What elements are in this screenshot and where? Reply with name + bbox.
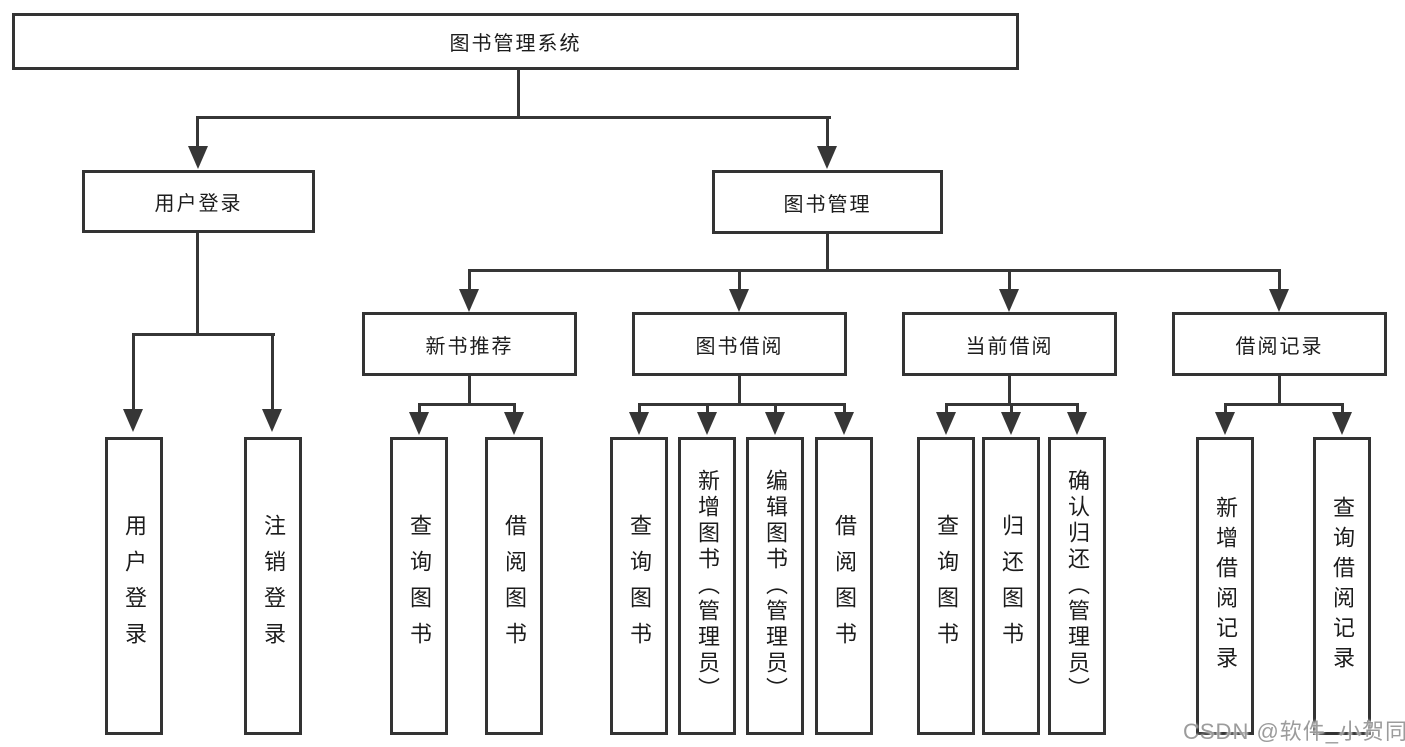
connector-user-login-stem [196,233,199,336]
arrow-down-icon [834,412,854,435]
csdn-watermark: CSDN @软件_小贺同学 [1183,719,1405,744]
arrow-down-icon [729,289,749,312]
connector-leaf-drop [1076,403,1079,415]
connector-leaf-drop [1224,403,1227,415]
node-current-borrowing: 当前借阅 [902,312,1117,376]
node-confirm-return-admin: 确认归还（管理员） [1048,437,1106,735]
arrow-down-icon [697,412,717,435]
connector-drop-user-login [196,116,199,148]
arrow-down-icon [262,409,282,432]
node-logout: 注销登录 [244,437,302,735]
arrow-down-icon [936,412,956,435]
connector-leaf-drop [1341,403,1344,415]
node-edit-book-admin: 编辑图书（管理员） [746,437,804,735]
node-book-management: 图书管理 [712,170,943,234]
node-add-borrow-record: 新增借阅记录 [1196,437,1254,735]
connector-leaf-drop [418,403,421,415]
arrow-down-icon [459,289,479,312]
connector-new-book-stem [468,376,471,406]
connector-user-login-branch [132,333,275,336]
arrow-down-icon [765,412,785,435]
node-book-management-system: 图书管理系统 [12,13,1019,70]
arrow-down-icon [1067,412,1087,435]
node-query-books-recommend: 查询图书 [390,437,448,735]
connector-drop-borrow-records [1278,269,1281,291]
connector-drop-login-leaf [132,333,135,411]
connector-current-borrow-stem [1008,376,1011,406]
arrow-down-icon [1269,289,1289,312]
connector-leaf-drop [1010,403,1013,415]
node-borrowing-records: 借阅记录 [1172,312,1387,376]
connector-leaf-drop [513,403,516,415]
connector-new-book-branch [418,403,516,406]
connector-borrow-records-stem [1278,376,1281,406]
node-query-books-borrowing: 查询图书 [610,437,668,735]
connector-leaf-drop [843,403,846,415]
arrow-down-icon [1215,412,1235,435]
connector-drop-book-borrow [738,269,741,291]
arrow-down-icon [188,146,208,169]
arrow-down-icon [817,146,837,169]
node-user-login: 用户登录 [105,437,163,735]
connector-level1-branch [197,116,831,119]
connector-leaf-drop [638,403,641,415]
connector-drop-logout-leaf [271,333,274,411]
connector-borrow-records-branch [1224,403,1344,406]
connector-leaf-drop [945,403,948,415]
node-book-borrowing: 图书借阅 [632,312,847,376]
connector-root-stem [517,69,520,118]
arrow-down-icon [629,412,649,435]
arrow-down-icon [123,409,143,432]
node-borrow-books: 借阅图书 [815,437,873,735]
connector-book-borrow-branch [638,403,846,406]
connector-leaf-drop [706,403,709,415]
node-borrow-books-recommend: 借阅图书 [485,437,543,735]
node-user-login-branch: 用户登录 [82,170,315,233]
node-return-books: 归还图书 [982,437,1040,735]
node-query-borrow-record: 查询借阅记录 [1313,437,1371,735]
connector-book-borrow-stem [738,376,741,406]
arrow-down-icon [409,412,429,435]
connector-drop-new-book [468,269,471,291]
connector-drop-book-management [826,116,829,148]
arrow-down-icon [1332,412,1352,435]
connector-book-mgmt-stem [826,234,829,271]
arrow-down-icon [999,289,1019,312]
arrow-down-icon [1001,412,1021,435]
arrow-down-icon [504,412,524,435]
connector-leaf-drop [774,403,777,415]
connector-level2-branch [468,269,1281,272]
node-query-books-current: 查询图书 [917,437,975,735]
node-new-book-recommendation: 新书推荐 [362,312,577,376]
node-add-book-admin: 新增图书（管理员） [678,437,736,735]
connector-drop-current-borrow [1008,269,1011,291]
